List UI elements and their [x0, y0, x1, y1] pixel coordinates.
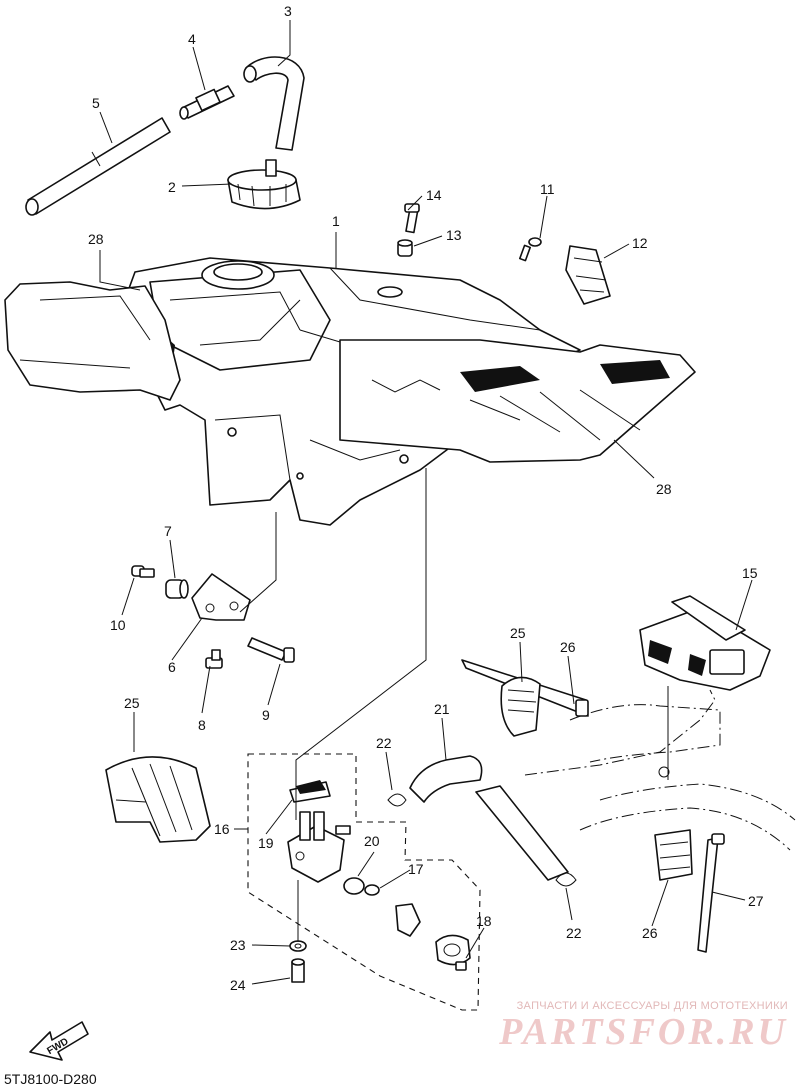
callout-10: 10: [110, 617, 126, 633]
callout-18: 18: [476, 913, 492, 929]
part-13-collar: [397, 239, 413, 257]
part-4-fitting: [179, 85, 235, 120]
callout-2: 2: [168, 179, 176, 195]
part-16-fuel-cock-body: [287, 811, 351, 883]
callout-25-bottom: 26: [642, 925, 658, 941]
callout-8: 8: [198, 717, 206, 733]
callout-16: 16: [214, 821, 230, 837]
callout-24: 24: [230, 977, 246, 993]
part-lever: [395, 903, 421, 937]
part-22-clamp-upper: [387, 793, 407, 807]
part-11-screw: [518, 237, 542, 262]
part-28-shroud-right: [339, 339, 696, 463]
callout-11: 11: [540, 181, 555, 197]
reference-lines: [239, 468, 427, 942]
part-18-plate: [435, 934, 471, 971]
watermark-brand: PARTSFOR.RU: [499, 1011, 788, 1053]
callout-14: 14: [426, 187, 442, 203]
callout-22-bottom: 22: [566, 925, 582, 941]
part-19-filter: [289, 780, 331, 803]
callout-9: 9: [262, 707, 270, 723]
part-10-bolt: [131, 565, 155, 578]
callout-3: 3: [284, 3, 292, 19]
part-25-protector-top: [500, 676, 541, 737]
callout-7: 7: [164, 523, 172, 539]
fwd-arrow: FWD: [29, 1021, 89, 1061]
part-28-side-cover-left: [4, 281, 181, 401]
frame-tubes: [524, 686, 796, 851]
part-3-breather-hose: [243, 56, 305, 151]
callout-28-right: 28: [656, 481, 672, 497]
callout-1: 1: [332, 213, 340, 229]
callout-13: 13: [446, 227, 462, 243]
callout-25-top: 25: [510, 625, 526, 641]
callout-28-left: 28: [88, 231, 104, 247]
callout-26-top: 26: [560, 639, 576, 655]
part-14-bolt: [404, 203, 420, 234]
callout-21: 21: [434, 701, 450, 717]
diagram-code: 5TJ8100-D280: [4, 1071, 97, 1087]
callout-26-bottom: 27: [748, 893, 764, 909]
callout-labels: 3 4 5 2 14 11 1 13 28 12 28 7 15 10 25 2…: [88, 3, 764, 993]
part-25-protector-bottom: [654, 829, 693, 881]
part-27-cover: [105, 756, 211, 843]
part-9-bolt: [247, 637, 295, 663]
part-26-cable-tie-bottom: [697, 833, 725, 953]
part-21-fuel-hose: [409, 755, 569, 881]
callout-23: 23: [230, 937, 246, 953]
part-8-bolt: [205, 649, 223, 669]
part-12-clip: [565, 245, 611, 305]
watermark-caption: ЗАПЧАСТИ И АКСЕССУАРЫ ДЛЯ МОТОТЕХНИКИ: [516, 1000, 788, 1012]
part-22-clamp-lower: [555, 872, 577, 887]
callout-6: 6: [168, 659, 176, 675]
callout-17: 17: [408, 861, 424, 877]
part-7-damper: [165, 579, 189, 599]
callout-22-top: 22: [376, 735, 392, 751]
callout-4: 4: [188, 31, 196, 47]
part-2-fuel-cap: [227, 159, 301, 210]
part-20-knob: [343, 877, 365, 895]
callout-27: 25: [124, 695, 140, 711]
callout-12: 12: [632, 235, 648, 251]
part-16-fuel-cock-group: [247, 753, 481, 1011]
part-17-oring: [364, 884, 380, 896]
callout-5: 5: [92, 95, 100, 111]
callout-20: 20: [364, 833, 380, 849]
part-23-washer: [289, 940, 307, 952]
callout-19: 19: [258, 835, 274, 851]
callout-15: 15: [742, 565, 758, 581]
part-15-holder: [639, 595, 771, 691]
part-5-hose: [25, 117, 171, 216]
leader-lines: [99, 20, 753, 985]
part-6-bracket: [191, 573, 251, 621]
part-24-bolt: [291, 958, 305, 983]
